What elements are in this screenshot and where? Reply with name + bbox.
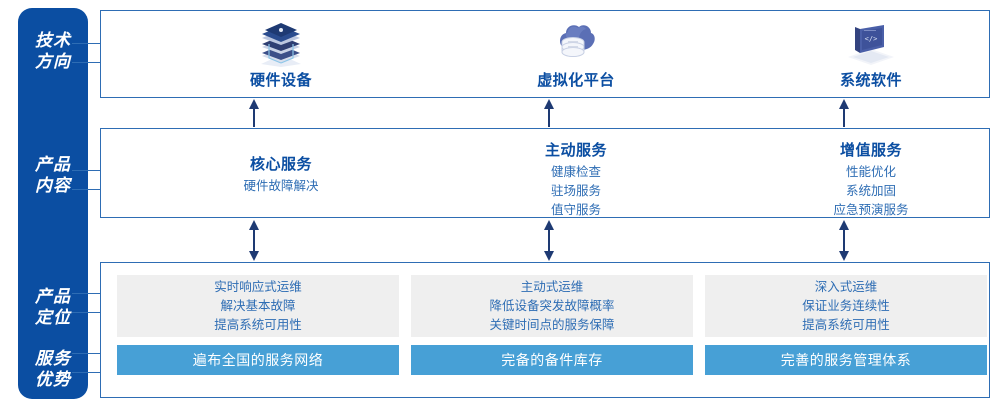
content-item: 应急预演服务 [833, 203, 909, 217]
server-stack-icon [252, 21, 310, 67]
rail-label-line1: 产品 [35, 287, 71, 306]
rail-label-line1: 技术 [35, 31, 71, 50]
content-item: 性能优化 [845, 165, 896, 179]
position-line: 实时响应式运维 [214, 279, 302, 294]
panel-product-content: 核心服务 硬件故障解决 主动服务 健康检查 驻场服务 值守服务 增值服务 性能优… [100, 128, 990, 218]
content-column-title: 增值服务 [839, 142, 902, 159]
arrow-double-value-added [837, 220, 851, 266]
rail-label-tech-direction: 技术 方向 [18, 30, 88, 72]
rail-label-line2: 定位 [35, 308, 71, 327]
position-line: 保证业务连续性 [802, 298, 890, 313]
connector-content-top [72, 170, 100, 171]
left-rail: 技术 方向 产品 内容 产品 定位 服务 优势 [18, 8, 88, 399]
position-line: 提高系统可用性 [802, 317, 890, 332]
connector-content-bottom [72, 189, 100, 190]
connector-tech-top [72, 43, 100, 44]
content-column-core-service[interactable]: 核心服务 硬件故障解决 [161, 129, 401, 219]
laptop-code-icon: </> [842, 21, 900, 67]
advantage-bar-spare-parts[interactable]: 完备的备件库存 [411, 345, 693, 375]
position-column-realtime[interactable]: 实时响应式运维 解决基本故障 提高系统可用性 遍布全国的服务网络 [117, 275, 399, 375]
tech-column-title: 硬件设备 [249, 71, 312, 89]
tech-column-title: 系统软件 [839, 71, 902, 89]
position-line: 主动式运维 [520, 279, 584, 294]
content-item: 系统加固 [845, 184, 896, 198]
connector-advantage-top [72, 353, 100, 354]
position-grey-box: 深入式运维 保证业务连续性 提高系统可用性 [705, 275, 987, 337]
rail-label-product-content: 产品 内容 [18, 154, 88, 196]
position-column-proactive[interactable]: 主动式运维 降低设备突发故障概率 关键时间点的服务保障 完备的备件库存 [411, 275, 693, 375]
connector-position-bottom [72, 312, 100, 313]
cloud-database-icon [547, 21, 605, 67]
arrow-double-core [247, 220, 261, 266]
position-grey-box: 主动式运维 降低设备突发故障概率 关键时间点的服务保障 [411, 275, 693, 337]
position-line: 关键时间点的服务保障 [489, 317, 615, 332]
rail-label-product-position: 产品 定位 [18, 286, 88, 328]
tech-column-system-software[interactable]: </> 系统软件 [751, 11, 991, 99]
rail-label-line1: 服务 [35, 349, 71, 368]
arrow-up-system-software [837, 99, 851, 132]
connector-tech-bottom [72, 62, 100, 63]
connector-advantage-bottom [72, 372, 100, 373]
content-column-title: 核心服务 [249, 155, 312, 173]
content-column-title: 主动服务 [544, 142, 607, 159]
advantage-bar-service-network[interactable]: 遍布全国的服务网络 [117, 345, 399, 375]
content-item: 健康检查 [550, 165, 601, 179]
content-item: 值守服务 [550, 203, 601, 217]
rail-label-line1: 产品 [35, 155, 71, 174]
position-grey-box: 实时响应式运维 解决基本故障 提高系统可用性 [117, 275, 399, 337]
advantage-bar-management-system[interactable]: 完善的服务管理体系 [705, 345, 987, 375]
position-column-indepth[interactable]: 深入式运维 保证业务连续性 提高系统可用性 完善的服务管理体系 [705, 275, 987, 375]
tech-column-title: 虚拟化平台 [537, 71, 615, 89]
position-line: 解决基本故障 [220, 298, 296, 313]
svg-text:</>: </> [865, 35, 878, 43]
arrow-double-proactive [542, 220, 556, 266]
content-item: 驻场服务 [550, 184, 601, 198]
rail-label-line2: 内容 [35, 176, 71, 195]
arrow-up-hardware [247, 99, 261, 132]
arrow-up-virtualization [542, 99, 556, 132]
position-line: 提高系统可用性 [214, 317, 302, 332]
position-line: 降低设备突发故障概率 [489, 298, 615, 313]
rail-label-line2: 优势 [35, 370, 71, 389]
content-column-proactive-service[interactable]: 主动服务 健康检查 驻场服务 值守服务 [456, 129, 696, 219]
content-column-value-added-service[interactable]: 增值服务 性能优化 系统加固 应急预演服务 [751, 129, 991, 219]
panel-product-positioning: 实时响应式运维 解决基本故障 提高系统可用性 遍布全国的服务网络 主动式运维 降… [100, 262, 990, 398]
position-line: 深入式运维 [814, 279, 878, 294]
tech-column-hardware[interactable]: 硬件设备 [161, 11, 401, 99]
content-item: 硬件故障解决 [243, 178, 319, 193]
rail-label-service-advantage: 服务 优势 [18, 348, 88, 390]
panel-tech-direction: 硬件设备 虚拟化平台 [100, 10, 990, 98]
tech-column-virtualization[interactable]: 虚拟化平台 [456, 11, 696, 99]
connector-position-top [72, 293, 100, 294]
rail-label-line2: 方向 [35, 52, 71, 71]
